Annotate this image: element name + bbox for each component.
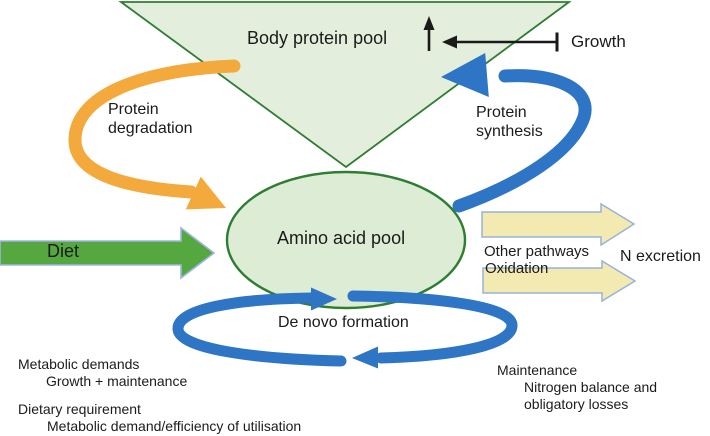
amino-acid-pool-shape [225,170,467,310]
oxidation-arrow [482,259,637,303]
protein-degradation-arrow [68,59,241,210]
diet-arrow [0,226,216,280]
protein-degradation-label: Protein degradation [108,101,193,137]
body-protein-pool-label: Body protein pool [247,28,388,48]
de-novo-formation-loop [172,287,518,369]
dietary-requirement-title: Dietary requirement [18,401,141,417]
growth-label: Growth [571,32,626,51]
dietary-requirement-detail: Metabolic demand/efficiency of utilisati… [47,418,302,434]
diet-label: Diet [47,241,80,261]
other-pathways-label: Other pathways [484,243,590,260]
de-novo-formation-label: De novo formation [278,314,409,331]
metabolic-demands-detail: Growth + maintenance [46,373,188,389]
body-protein-pool-shape [118,1,572,169]
protein-synthesis-arrow [441,53,592,213]
pool-increase-arrow [423,16,435,51]
amino-acid-pool-label: Amino acid pool [277,228,406,248]
maintenance-detail: Nitrogen balance and obligatory losses [524,379,658,413]
maintenance-title: Maintenance [497,362,578,378]
other-pathways-arrow [481,202,636,247]
oxidation-label: Oxidation [485,260,549,277]
growth-inhibition-arrow [442,32,559,52]
metabolic-demands-title: Metabolic demands [18,356,140,372]
protein-synthesis-label: Protein synthesis [476,104,543,140]
n-excretion-label: N excretion [620,248,701,265]
